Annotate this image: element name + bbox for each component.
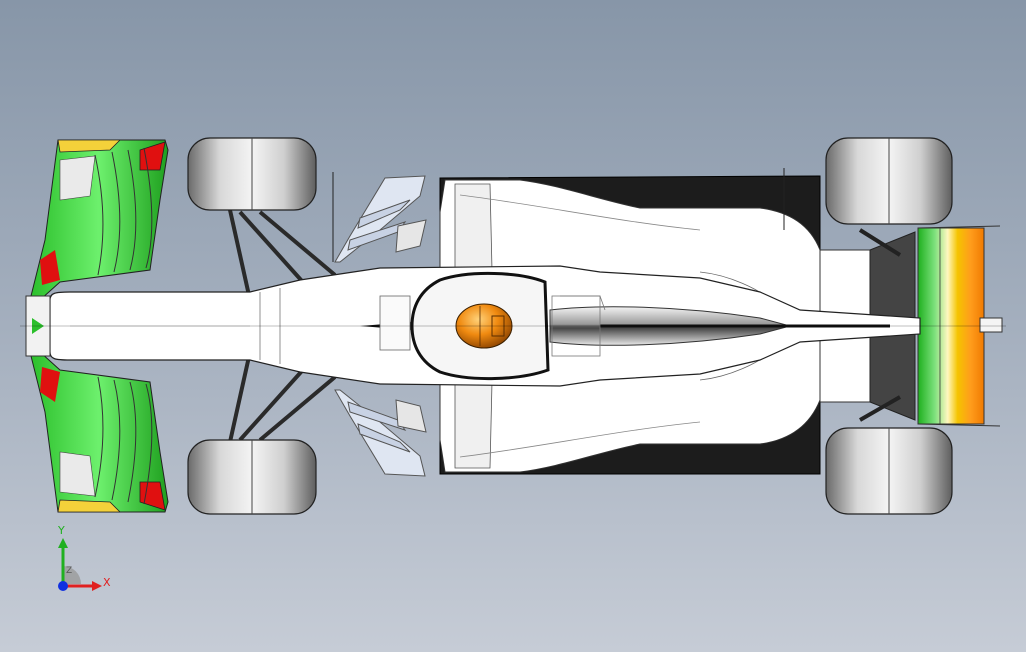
front-suspension bbox=[228, 209, 337, 443]
front-wing-bottom bbox=[29, 351, 169, 513]
triad-z-label: Z bbox=[66, 566, 73, 576]
z-axis-dot bbox=[58, 581, 68, 591]
rear-suspension bbox=[858, 228, 902, 422]
triad-x-label: X bbox=[103, 576, 111, 589]
triad-arc bbox=[63, 566, 81, 584]
triad-axes bbox=[58, 538, 102, 591]
rear-left-tire bbox=[825, 137, 953, 225]
orientation-triad[interactable]: Y X Z bbox=[40, 524, 120, 600]
rear-right-tire bbox=[825, 427, 953, 515]
front-wing-top bbox=[29, 139, 169, 301]
rear-crash-structure bbox=[979, 317, 1003, 333]
front-right-tire bbox=[187, 439, 317, 515]
cockpit-rim-top bbox=[379, 295, 411, 351]
bargeboard-top bbox=[334, 175, 427, 263]
front-left-tire bbox=[187, 137, 317, 211]
bargeboard-bottom bbox=[334, 389, 427, 477]
triad-y-label: Y bbox=[58, 524, 65, 537]
